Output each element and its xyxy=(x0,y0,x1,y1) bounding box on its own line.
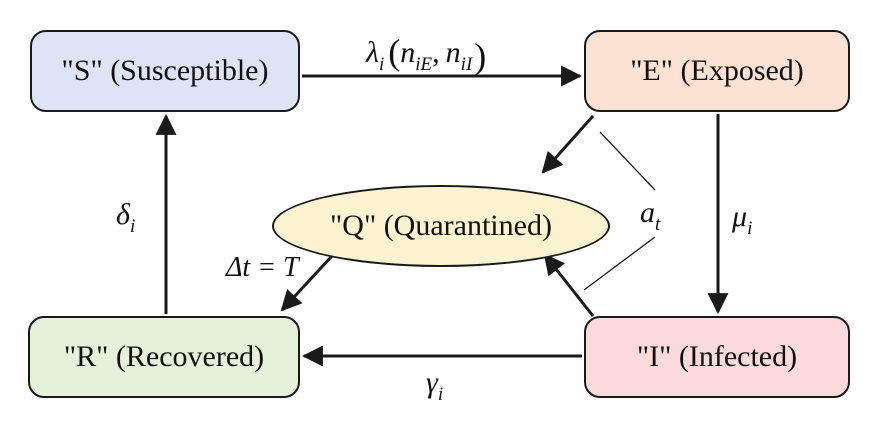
node-infected: "I" (Infected) xyxy=(584,316,850,398)
arrow-i-to-q xyxy=(543,253,595,317)
arrow-q-to-r xyxy=(280,254,334,312)
a-t-guide-line-lower xyxy=(583,236,656,291)
arrow-e-to-q xyxy=(541,115,595,174)
node-exposed: "E" (Exposed) xyxy=(584,30,850,112)
delta-t-label: Δt = T xyxy=(225,252,301,283)
a-t-rate-label: at xyxy=(640,196,661,235)
mu-rate-label: μi xyxy=(731,200,752,239)
a-t-guide-line-upper xyxy=(599,131,656,191)
lambda-rate-label: λi(niE,niI) xyxy=(365,32,486,76)
delta-rate-label: δi xyxy=(116,198,135,237)
node-quarantined: "Q" (Quarantined) xyxy=(272,185,610,267)
node-recovered: "R" (Recovered) xyxy=(28,316,300,398)
gamma-rate-label: γi xyxy=(426,366,443,405)
node-susceptible: "S" (Susceptible) xyxy=(30,30,300,112)
